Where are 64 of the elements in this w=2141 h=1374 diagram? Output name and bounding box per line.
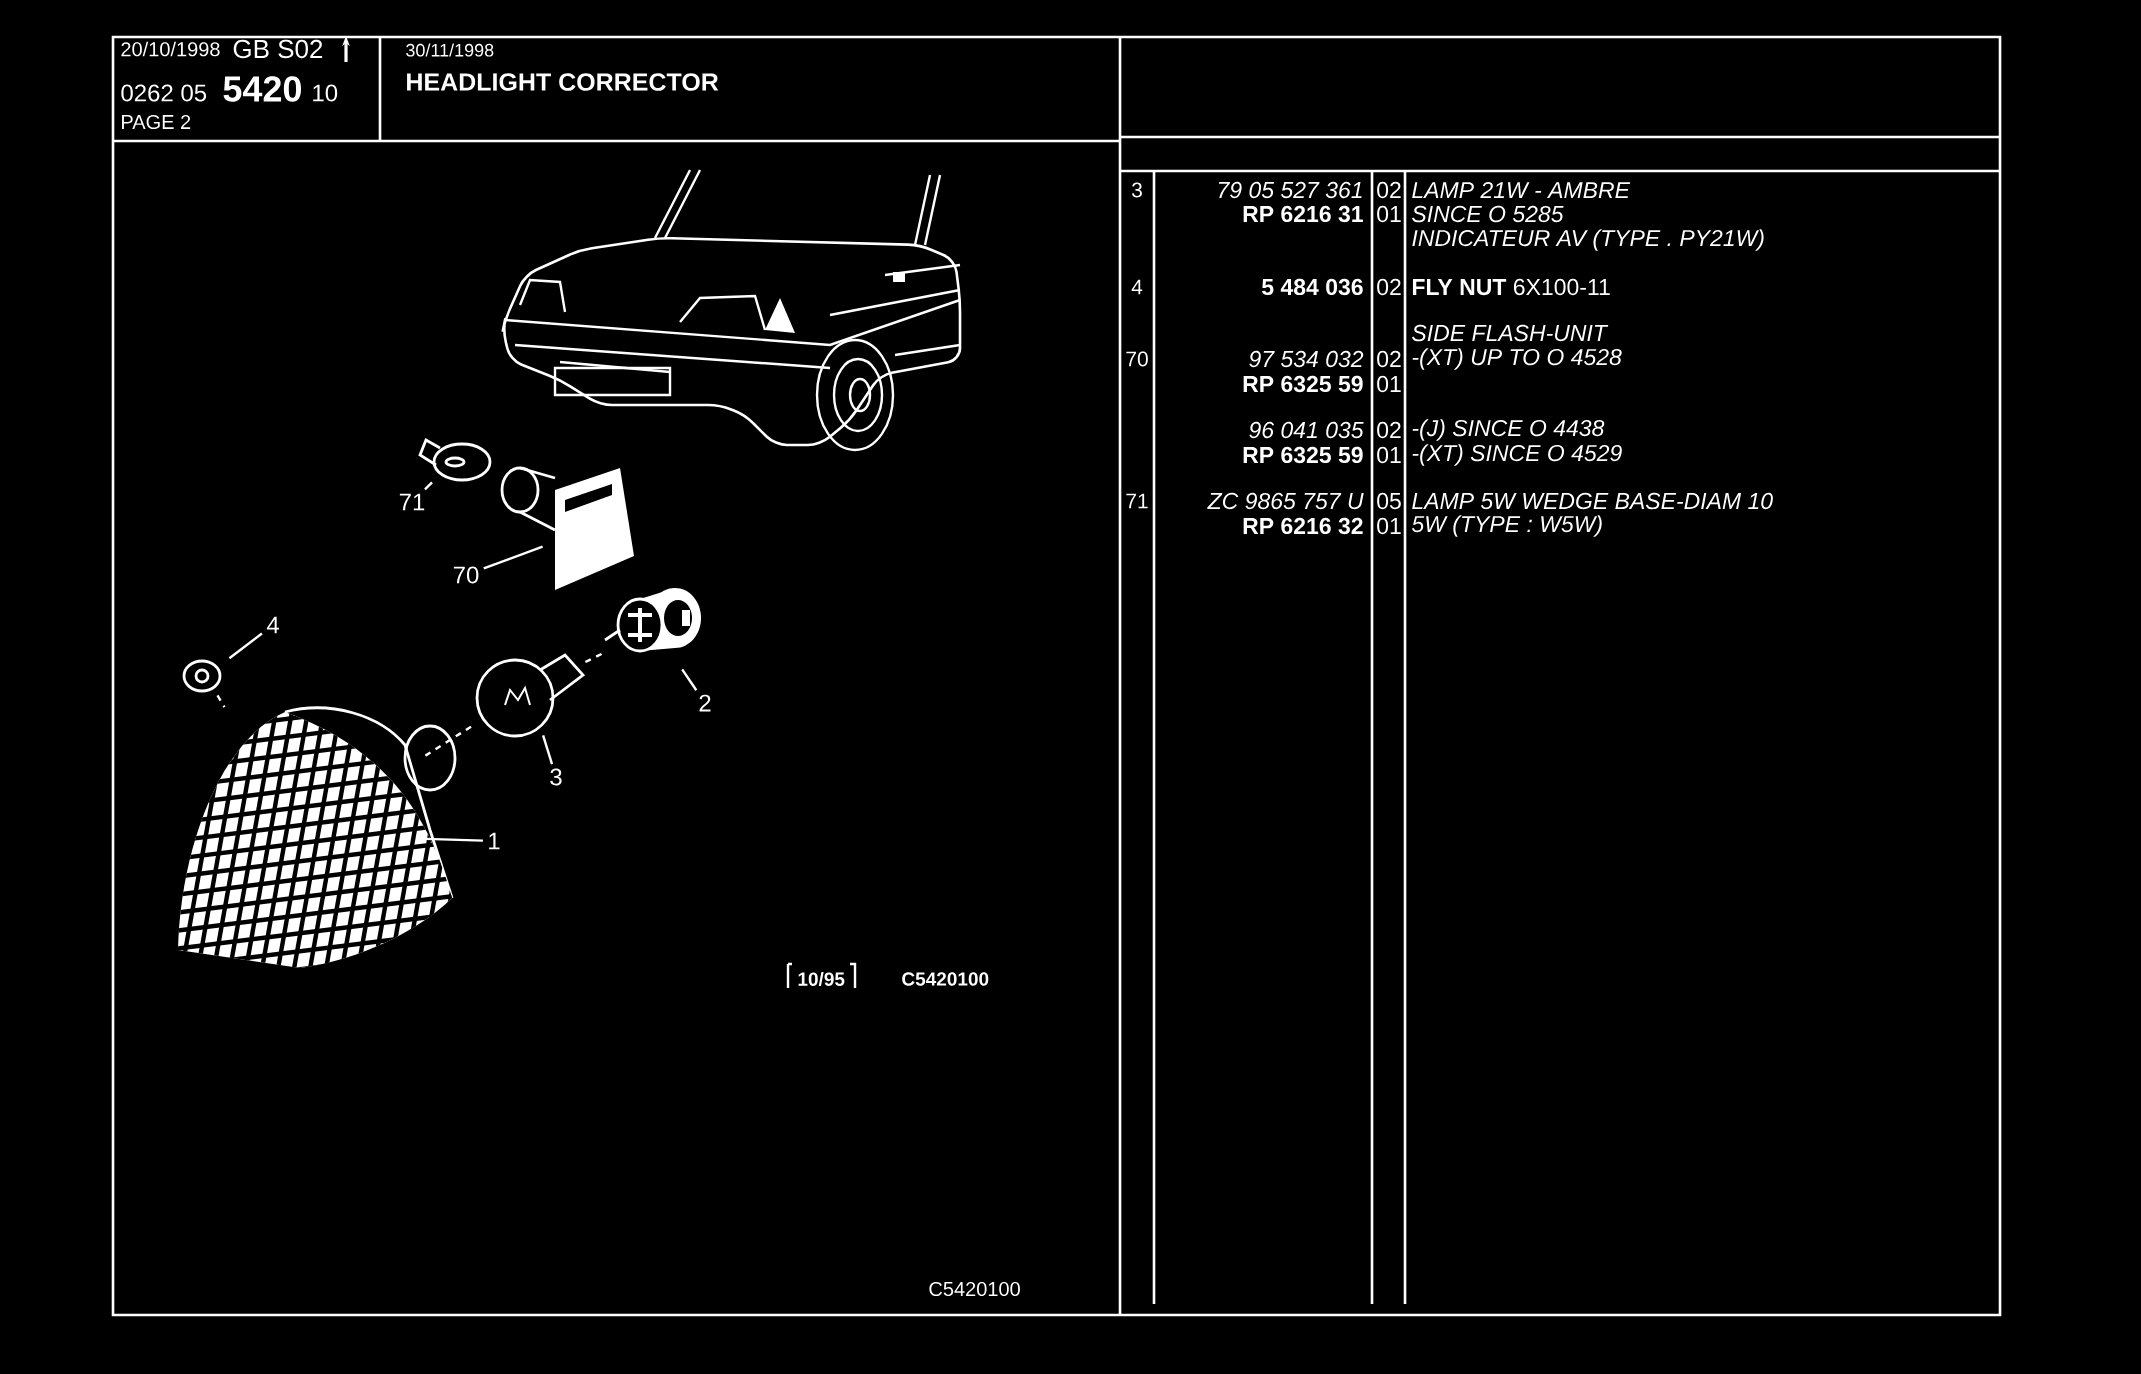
description-text: LAMP 21W - AMBRE	[1412, 181, 1631, 198]
code-text: C5420100	[929, 1281, 1020, 1297]
description-text: -(J) SINCE O 4438	[1412, 419, 1605, 441]
item-number: 4	[1131, 279, 1143, 295]
callout-number: 2	[699, 694, 711, 712]
callout-number: 4	[266, 616, 279, 634]
page-number: PAGE 2	[122, 114, 191, 130]
assembly-line	[584, 651, 605, 664]
leader-line	[425, 837, 483, 842]
part-number: 96 041 035	[1249, 421, 1364, 439]
part-number: 79 05 527 361	[1218, 181, 1362, 199]
date-text: 20/10/1998	[121, 41, 220, 57]
date-text: 30/11/1998	[406, 43, 494, 57]
assembly-line	[424, 724, 474, 757]
item-number: 3	[1131, 182, 1142, 198]
description-text: -(XT) UP TO O 4528	[1412, 348, 1622, 370]
page-title: HEADLIGHT CORRECTOR	[407, 73, 719, 91]
part-drawing	[604, 588, 701, 653]
leader-line	[541, 735, 554, 765]
part-drawing	[178, 706, 457, 968]
callout-number: 70	[453, 566, 479, 584]
description-text: SINCE O 5285	[1412, 205, 1564, 223]
callout-number: 3	[550, 768, 562, 786]
part-number: RP 6325 59	[1243, 375, 1363, 393]
leader-line	[483, 545, 544, 570]
quantity: 02	[1377, 181, 1401, 199]
description-text: 5W (TYPE : W5W)	[1411, 515, 1602, 537]
part-number: 5 484 036	[1262, 278, 1363, 296]
part-number: RP 6216 31	[1243, 205, 1363, 223]
item-number: 70	[1126, 351, 1148, 367]
code-text: 10	[313, 84, 338, 102]
description-text: INDICATEUR AV (TYPE . PY21W)	[1412, 229, 1764, 251]
quantity: 05	[1377, 492, 1401, 510]
code-text: 0262 05	[121, 84, 207, 102]
quantity: 01	[1377, 517, 1401, 535]
part-number: ZC 9865 757 U	[1207, 492, 1364, 510]
part-drawing	[500, 466, 634, 590]
date-text: 10/95	[798, 971, 845, 987]
part-drawing	[475, 653, 586, 738]
item-number: 71	[1126, 493, 1148, 509]
quantity: 01	[1377, 375, 1401, 393]
part-number: 97 534 032	[1249, 350, 1364, 368]
callout-number: 1	[489, 832, 500, 850]
quantity: 02	[1377, 350, 1401, 368]
quantity: 01	[1377, 205, 1401, 223]
code-text: C5420100	[902, 972, 989, 986]
description-text: LAMP 5W WEDGE BASE-DIAM 10	[1412, 492, 1773, 510]
description-text: SIDE FLASH-UNIT	[1412, 324, 1609, 342]
part-drawing	[182, 659, 222, 693]
quantity: 01	[1377, 446, 1401, 464]
assembly-line	[216, 694, 226, 708]
part-number: RP 6325 59	[1243, 446, 1363, 464]
quantity: 02	[1377, 421, 1401, 439]
leader-line	[228, 632, 263, 660]
code-text: GB S02	[233, 39, 323, 59]
leader-line	[681, 668, 698, 691]
leader-line	[424, 481, 433, 491]
code-text: 5420	[223, 76, 301, 102]
part-number: RP 6216 32	[1243, 517, 1363, 535]
quantity: 02	[1377, 278, 1401, 296]
part-drawing	[418, 438, 492, 482]
description-text: -(XT) SINCE O 4529	[1412, 444, 1622, 466]
callout-number: 71	[399, 493, 425, 511]
description-text: FLY NUT 6X100-11	[1412, 278, 1610, 296]
